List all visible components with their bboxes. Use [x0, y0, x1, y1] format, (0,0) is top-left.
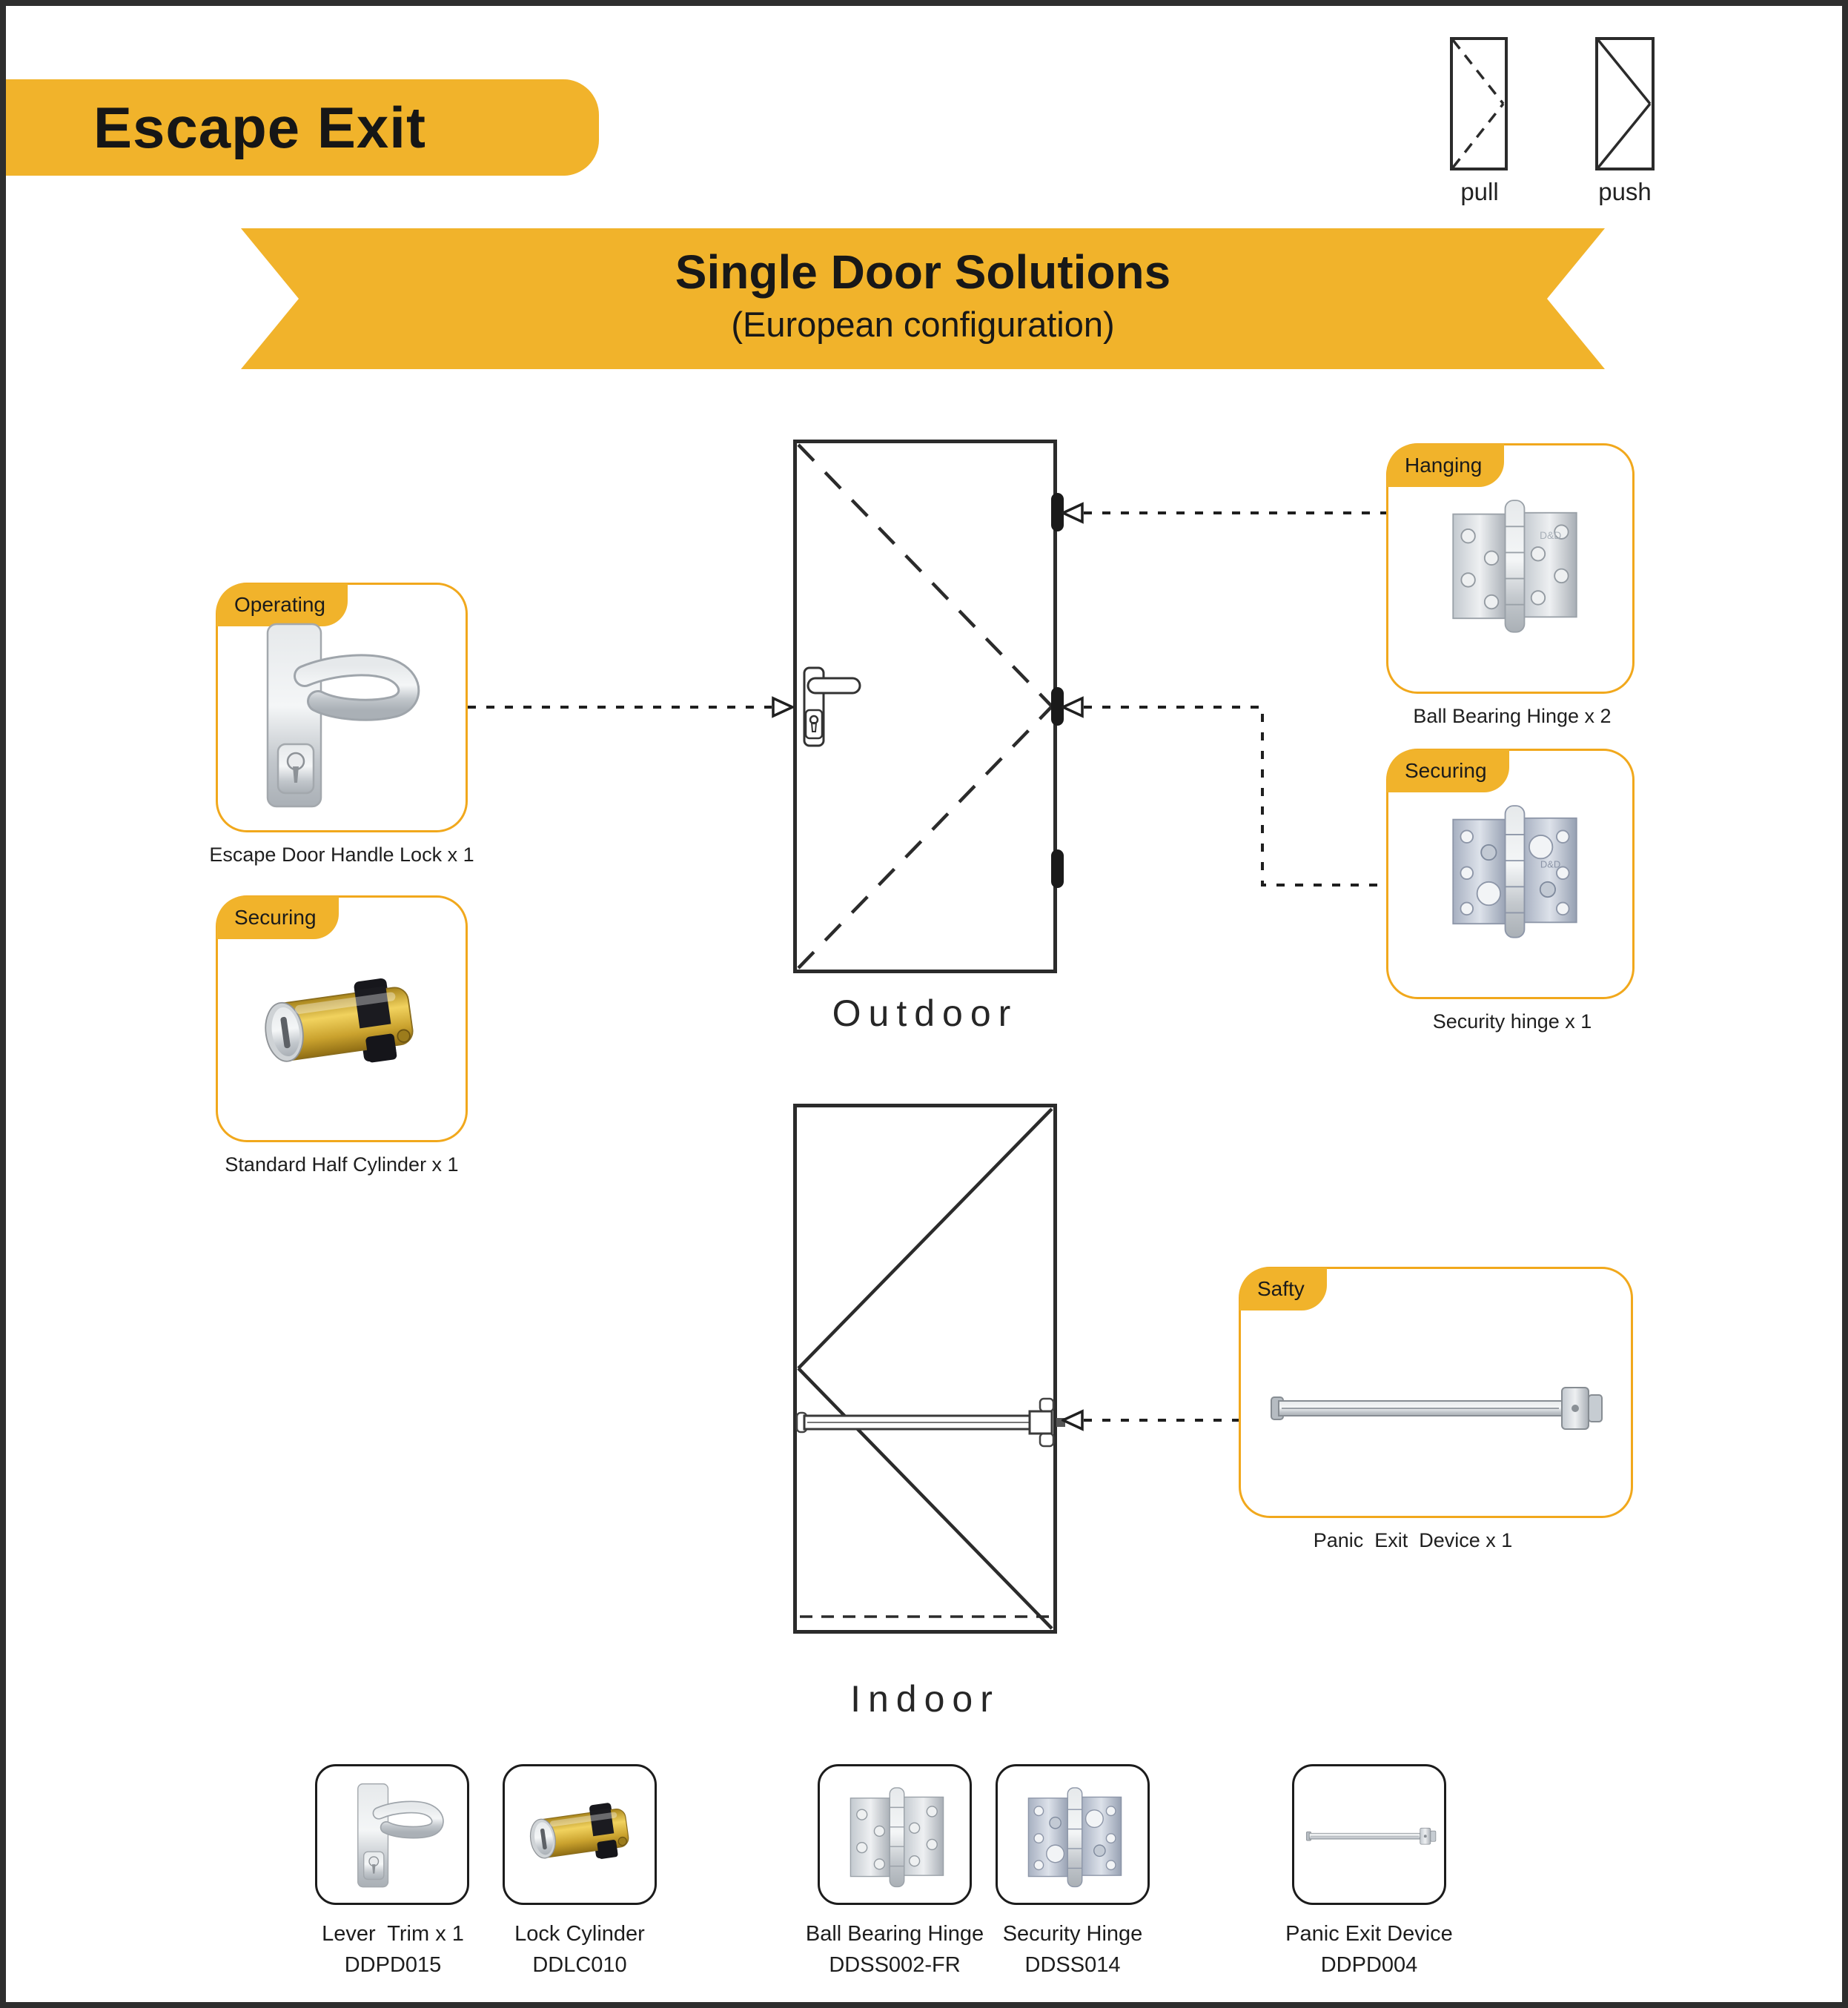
section-subtitle: (European configuration): [731, 305, 1115, 344]
panic-exit-device-image: [1267, 1373, 1608, 1443]
product-card-security-hinge: [996, 1764, 1150, 1905]
push-door-icon: [1595, 37, 1655, 170]
security-hinge-image: D&D: [1446, 797, 1583, 945]
connector-hanging: [1062, 502, 1388, 524]
push-label: push: [1598, 178, 1652, 205]
security-hinge-image: [1021, 1783, 1128, 1891]
callout-tab: Hanging: [1387, 444, 1505, 487]
product-name: Lock Cylinder: [514, 1922, 645, 1946]
callout-card-hanging: Hanging D&D: [1386, 443, 1635, 694]
section-title: Single Door Solutions: [675, 245, 1171, 299]
indoor-label: Indoor: [850, 1678, 1000, 1720]
callout-tab: Securing: [1387, 749, 1509, 792]
callout-card-safty: Safty: [1239, 1267, 1633, 1518]
arrow-right-icon: [772, 696, 794, 718]
product-code: DDSS014: [1024, 1953, 1121, 1977]
lock-cylinder-image: [523, 1796, 642, 1870]
ball-bearing-hinge-image: [844, 1783, 950, 1891]
page-title: Escape Exit: [93, 94, 426, 160]
arrow-left-icon: [1062, 1409, 1084, 1431]
product-code: DDPD015: [344, 1953, 442, 1977]
indoor-door-diagram: [793, 1104, 1057, 1634]
callout-caption: Ball Bearing Hinge x 2: [1413, 705, 1612, 727]
hinge-marker-bottom: [1051, 849, 1064, 888]
callout-card-operating: Operating: [216, 583, 468, 832]
hinge-marker-middle: [1051, 687, 1064, 726]
callout-tab: Securing: [216, 896, 339, 939]
product-name: Lever Trim x 1: [322, 1922, 464, 1946]
pull-label: pull: [1460, 178, 1499, 205]
brand-mark: D&D: [1540, 858, 1560, 869]
product-name: Security Hinge: [1002, 1922, 1143, 1946]
door-handle-icon: [803, 666, 861, 747]
title-banner: Escape Exit: [6, 79, 599, 176]
connector-securing: [1062, 696, 1388, 887]
panic-exit-device-image: [1305, 1822, 1438, 1850]
callout-card-securing-right: Securing D&D: [1386, 749, 1635, 999]
hinge-marker-top: [1051, 493, 1064, 531]
panic-bar-icon: [795, 1397, 1065, 1448]
section-ribbon: Single Door Solutions (European configur…: [241, 228, 1605, 369]
product-code: DDPD004: [1320, 1953, 1418, 1977]
callout-caption: Standard Half Cylinder x 1: [225, 1153, 459, 1176]
arrow-left-icon: [1062, 502, 1084, 524]
product-card-panic-exit-device: [1292, 1764, 1446, 1905]
half-cylinder-image: [255, 968, 433, 1079]
callout-caption: Security hinge x 1: [1432, 1010, 1592, 1033]
lever-trim-image: [353, 1780, 449, 1892]
callout-caption: Escape Door Handle Lock x 1: [209, 844, 474, 866]
ball-bearing-hinge-image: D&D: [1446, 491, 1583, 640]
callout-tab: Safty: [1239, 1268, 1327, 1310]
arrow-left-icon: [1062, 696, 1084, 718]
callout-card-securing-left: Securing: [216, 895, 468, 1142]
product-card-lever-trim: [315, 1764, 469, 1905]
brand-mark: D&D: [1540, 529, 1561, 541]
pull-door-icon: [1450, 37, 1508, 170]
lever-handle-image: [259, 618, 429, 815]
connector-safty: [1062, 1409, 1241, 1431]
callout-caption: Panic Exit Device x 1: [1313, 1529, 1513, 1551]
product-code: DDLC010: [532, 1953, 627, 1977]
outdoor-door-diagram: [793, 440, 1057, 973]
product-card-lock-cylinder: [503, 1764, 657, 1905]
product-code: DDSS002-FR: [829, 1953, 961, 1977]
product-card-ball-bearing-hinge: [818, 1764, 972, 1905]
callout-tab: Operating: [216, 583, 348, 626]
product-name: Ball Bearing Hinge: [805, 1922, 984, 1946]
product-name: Panic Exit Device: [1285, 1922, 1453, 1946]
connector-operating: [468, 696, 794, 718]
outdoor-label: Outdoor: [832, 993, 1019, 1034]
